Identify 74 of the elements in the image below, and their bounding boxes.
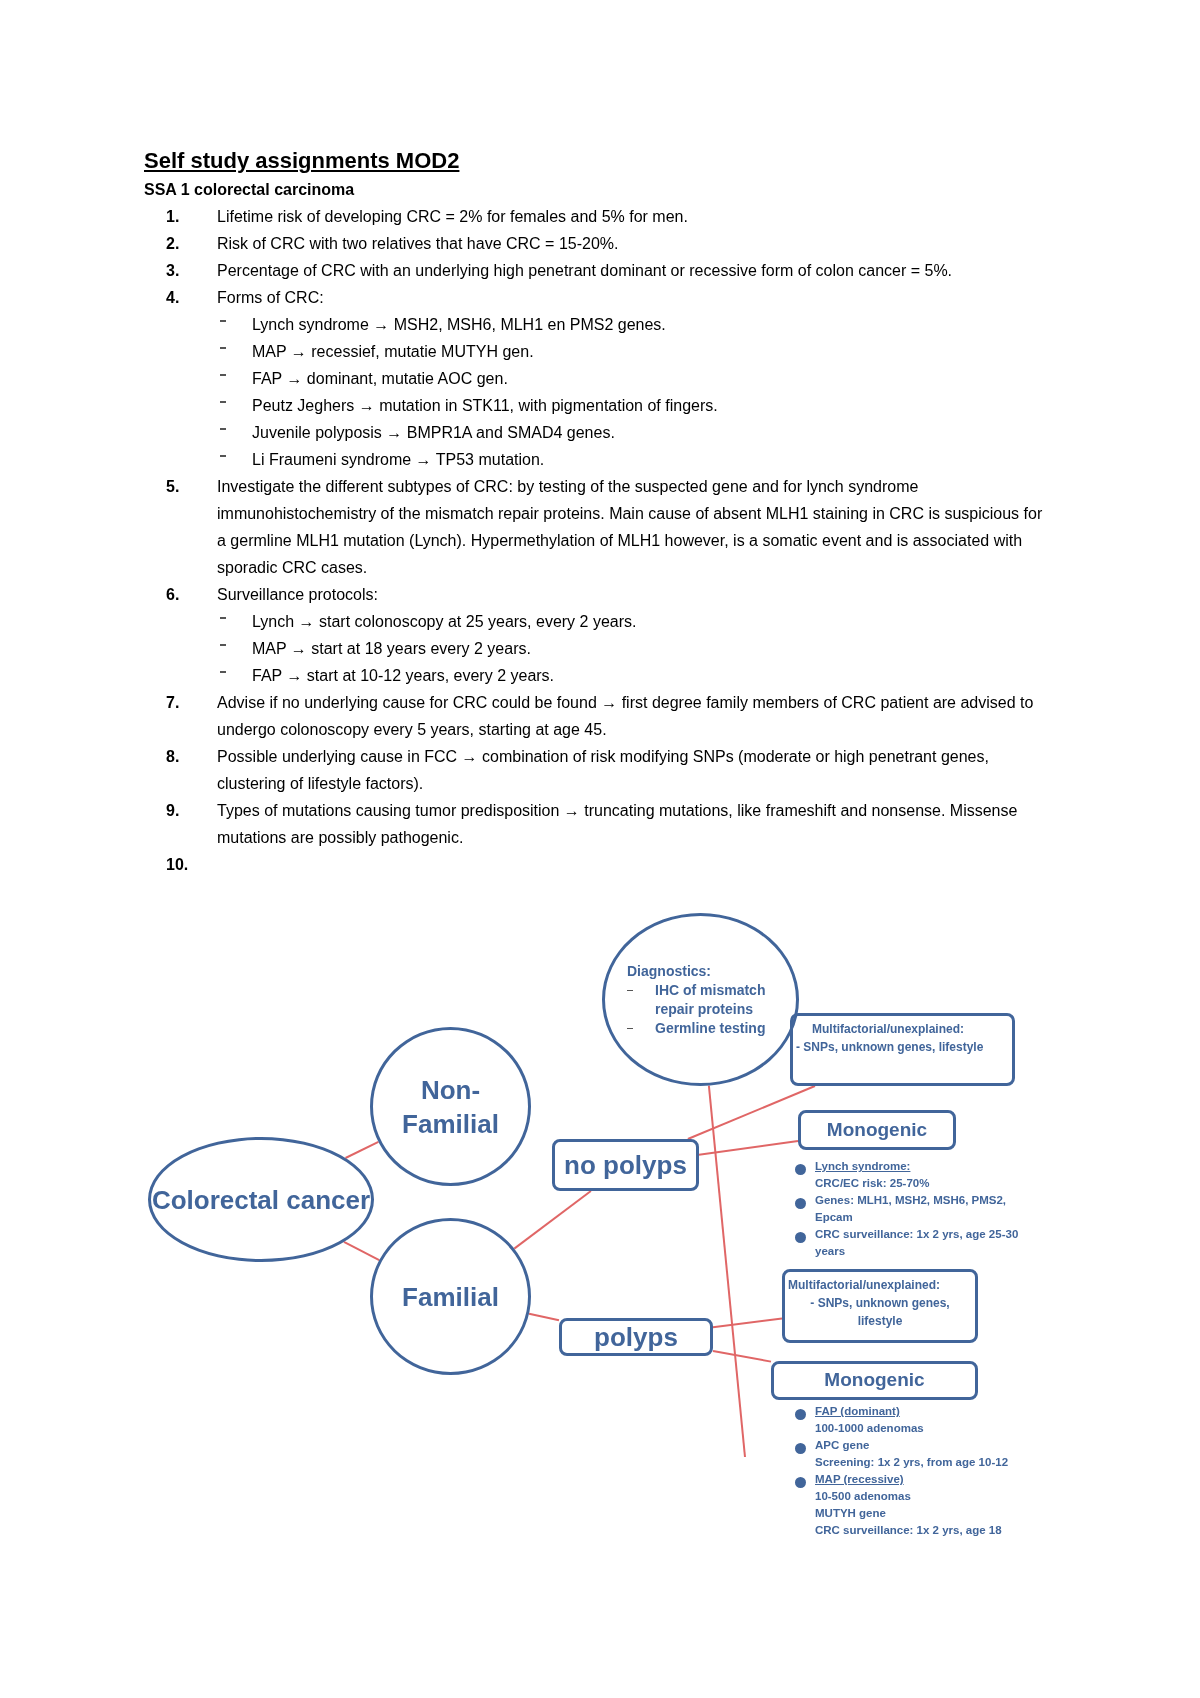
annotation-text: FAP (dominant): [815, 1404, 900, 1419]
list-number: 4.: [165, 288, 181, 308]
diagnostics-circle: [602, 913, 799, 1086]
annotation-text: Lynch syndrome:: [815, 1159, 911, 1174]
node-heading: Multifactorial/unexplained:: [811, 1021, 965, 1038]
list-item-text: Types of mutations causing tumor predisposition → truncating mutations, like frameshift and nonsense. Missense mutations are possibly pathogenic.: [216, 801, 1019, 848]
node-text: Monogenic: [826, 1117, 928, 1142]
list-item-text: Lynch → start colonoscopy at 25 years, every 2 years.: [252, 612, 637, 632]
list-item-text: Peutz Jeghers → mutation in STK11, with pigmentation of fingers.: [252, 396, 718, 416]
list-item-text: Juvenile polyposis → BMPR1A and SMAD4 genes.: [252, 423, 615, 443]
list-number: 2.: [165, 234, 181, 254]
list-number: 10.: [165, 855, 190, 875]
node-text: Non-Familial: [401, 1073, 500, 1141]
list-number: 8.: [165, 747, 181, 767]
annotation-text: MUTYH gene: [815, 1506, 886, 1521]
node-text: IHC of mismatch repair proteins: [655, 980, 767, 1019]
node-text: - SNPs, unknown genes, lifestyle: [796, 1039, 985, 1056]
annotation-text: 10-500 adenomas: [815, 1489, 911, 1504]
list-item-text: Possible underlying cause in FCC → combination of risk modifying SNPs (moderate or high penetrant genes, clustering of lifestyle factors).: [216, 747, 990, 794]
node-text: polyps: [594, 1321, 678, 1354]
page-title: Self study assignments MOD2: [144, 147, 460, 175]
connector-line: [712, 1317, 783, 1329]
list-item-text: FAP → dominant, mutatie AOC gen.: [252, 369, 508, 389]
list-number: 6.: [165, 585, 181, 605]
list-item-text: Risk of CRC with two relatives that have CRC = 15-20%.: [216, 234, 620, 254]
connector-line: [342, 1240, 381, 1261]
list-item-text: Lifetime risk of developing CRC = 2% for females and 5% for men.: [216, 207, 689, 227]
node-text: Germline testing: [655, 1018, 767, 1038]
node-text: - SNPs, unknown genes, lifestyle: [809, 1295, 951, 1330]
node-heading: Diagnostics:: [627, 961, 711, 981]
info-box: [782, 1269, 978, 1343]
node-text: Familial: [402, 1280, 499, 1314]
list-item-text: Percentage of CRC with an underlying high penetrant dominant or recessive form of colon cancer = 5%.: [216, 261, 954, 281]
annotation-text: APC gene: [815, 1438, 870, 1453]
category-box: [798, 1110, 956, 1150]
section-heading: SSA 1 colorectal carcinoma: [144, 180, 355, 200]
category-box: [552, 1139, 699, 1191]
list-item-text: MAP → start at 18 years every 2 years.: [252, 639, 531, 659]
connector-line: [513, 1190, 592, 1250]
list-number: 9.: [165, 801, 181, 821]
annotation-text: CRC surveillance: 1x 2 yrs, age 25-30 years: [815, 1227, 1020, 1259]
topic-ellipse: [148, 1137, 374, 1262]
node-text: no polyps: [564, 1149, 687, 1182]
list-number: 3.: [165, 261, 181, 281]
list-item-text: Advise if no underlying cause for CRC could be found → first degree family members of CRC patient are advised to undergo colonoscopy every 5 years, starting at age 45.: [216, 693, 1035, 740]
list-item-text: Investigate the different subtypes of CRC: by testing of the suspected gene and for lynch syndrome immunohistochemistry of the mismatch repair proteins. Main cause of absent MLH1 staining in CRC is suspicious for a germline MLH1 mutation (Lynch). Hypermethylation of MLH1 however, is a somatic event and is associated with sporadic CRC cases.: [216, 477, 1044, 578]
connector-line: [528, 1312, 560, 1322]
node-heading: Multifactorial/unexplained:: [788, 1277, 941, 1294]
connector-line: [712, 1350, 772, 1363]
connector-line: [344, 1140, 380, 1159]
annotation-text: CRC/EC risk: 25-70%: [815, 1176, 930, 1191]
list-item-text: FAP → start at 10-12 years, every 2 years.: [252, 666, 555, 686]
category-box: [559, 1318, 713, 1356]
node-text: Monogenic: [824, 1368, 925, 1393]
list-number: 1.: [165, 207, 181, 227]
category-circle: [370, 1218, 531, 1375]
list-item-text: Forms of CRC:: [216, 288, 325, 308]
category-circle: [370, 1027, 531, 1186]
info-box: [790, 1013, 1015, 1086]
list-item-text: MAP → recessief, mutatie MUTYH gen.: [252, 342, 534, 362]
list-number: 7.: [165, 693, 181, 713]
list-number: 5.: [165, 477, 181, 497]
annotation-text: Genes: MLH1, MSH2, MSH6, PMS2, Epcam: [815, 1193, 1008, 1225]
list-item-text: Li Fraumeni syndrome → TP53 mutation.: [252, 450, 545, 470]
list-item-text: Surveillance protocols:: [216, 585, 379, 605]
annotation-text: 100-1000 adenomas: [815, 1421, 924, 1436]
connector-line: [707, 1084, 746, 1458]
annotation-text: CRC surveillance: 1x 2 yrs, age 18: [815, 1523, 1002, 1538]
list-item-text: Lynch syndrome → MSH2, MSH6, MLH1 en PMS2 genes.: [252, 315, 666, 335]
annotation-text: Screening: 1x 2 yrs, from age 10-12: [815, 1455, 1009, 1470]
annotation-text: MAP (recessive): [815, 1472, 904, 1487]
node-text: Colorectal cancer: [151, 1183, 371, 1217]
category-box: [771, 1361, 978, 1400]
connector-line: [698, 1140, 799, 1156]
